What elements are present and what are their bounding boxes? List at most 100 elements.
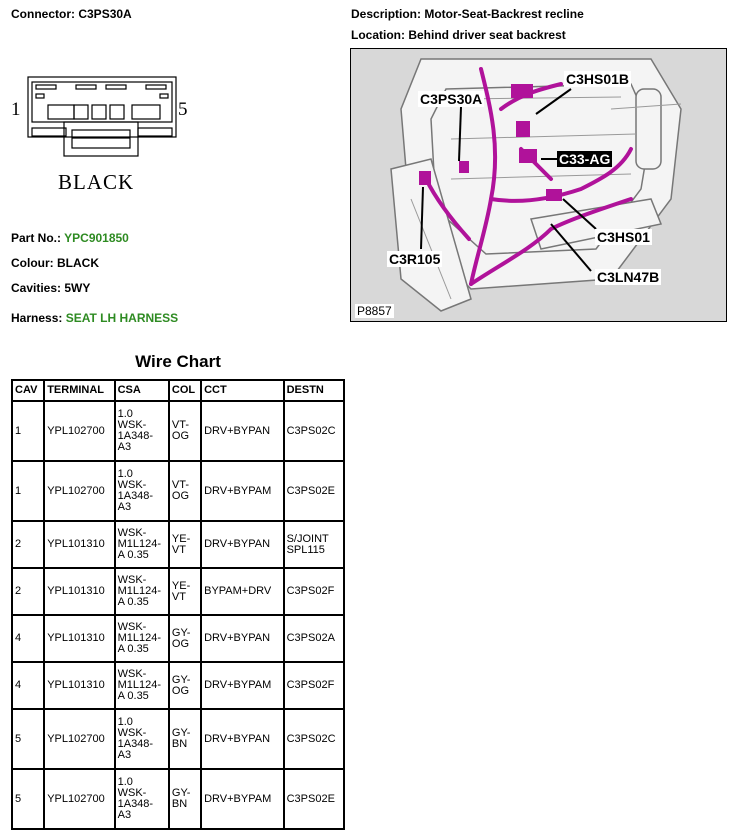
cell-col: VT-OG (167, 400, 203, 462)
callout-c33-ag: C33-AG (557, 151, 613, 167)
cell-destn: C3PS02E (282, 460, 346, 522)
cell-cav: 1 (10, 400, 46, 462)
cell-col: YE-VT (167, 567, 203, 616)
connector-face-diagram (27, 76, 177, 157)
cell-cct: BYPAM+DRV (200, 567, 285, 616)
connector-heading: Connector: C3PS30A (11, 7, 132, 21)
cell-col: GY-BN (167, 708, 203, 770)
cell-destn: C3PS02A (282, 614, 346, 663)
header-csa: CSA (113, 379, 170, 402)
location-value: Behind driver seat backrest (408, 28, 566, 42)
part-number-line: Part No.: YPC901850 (11, 231, 129, 245)
cell-cav: 5 (10, 768, 46, 830)
cavities-label: Cavities: (11, 281, 62, 295)
cell-destn: C3PS02E (282, 768, 346, 830)
connector-location-picture: C3HS01B C3PS30A C33-AG C3HS01 C3R105 C3L… (350, 48, 727, 322)
cell-cav: 5 (10, 708, 46, 770)
harness-link[interactable]: SEAT LH HARNESS (65, 311, 179, 325)
cell-cct: DRV+BYPAN (200, 400, 285, 462)
cell-destn: C3PS02F (282, 661, 346, 710)
cell-cct: DRV+BYPAM (200, 460, 285, 522)
cell-terminal: YPL101310 (43, 520, 116, 569)
cell-terminal: YPL101310 (43, 661, 116, 710)
cell-cav: 2 (10, 567, 46, 616)
cell-cct: DRV+BYPAN (200, 520, 285, 569)
location-label: Location: (351, 28, 405, 42)
wire-chart-title: Wire Chart (135, 352, 221, 371)
seat-frame-illustration (351, 49, 726, 321)
cell-cct: DRV+BYPAM (200, 661, 285, 710)
cell-col: GY-OG (167, 661, 203, 710)
cell-destn: C3PS02C (282, 708, 346, 770)
cell-csa: WSK-M1L124-A 0.35 (113, 614, 170, 663)
header-terminal: TERMINAL (43, 379, 116, 402)
description-line: Description: Motor-Seat-Backrest recline (351, 7, 584, 21)
callout-c3r105: C3R105 (387, 251, 443, 267)
pin-5-label: 5 (178, 99, 188, 120)
cell-terminal: YPL102700 (43, 708, 116, 770)
callout-c3hs01b: C3HS01B (564, 71, 632, 87)
cavities-line: Cavities: 5WY (11, 281, 90, 295)
description-label: Description: (351, 7, 422, 21)
cell-cav: 1 (10, 460, 46, 522)
cell-cct: DRV+BYPAM (200, 768, 285, 830)
description-value: Motor-Seat-Backrest recline (424, 7, 584, 21)
colour-line: Colour: BLACK (11, 256, 99, 270)
cavities-value: 5WY (64, 281, 91, 295)
part-number-link[interactable]: YPC901850 (64, 231, 129, 245)
harness-line: Harness: SEAT LH HARNESS (11, 311, 178, 325)
cell-cct: DRV+BYPAN (200, 614, 285, 663)
harness-label: Harness: (11, 311, 63, 325)
cell-csa: WSK-M1L124-A 0.35 (113, 520, 170, 569)
cell-col: GY-BN (167, 768, 203, 830)
cell-col: YE-VT (167, 520, 203, 569)
colour-value: BLACK (57, 256, 99, 270)
location-line: Location: Behind driver seat backrest (351, 28, 566, 42)
callout-c3ln47b: C3LN47B (595, 269, 662, 285)
cell-cav: 2 (10, 520, 46, 569)
pin-1-label: 1 (11, 99, 21, 120)
connector-heading-label: Connector: (11, 7, 75, 21)
callout-c3ps30a: C3PS30A (418, 91, 485, 107)
cell-terminal: YPL102700 (43, 400, 116, 462)
cell-terminal: YPL101310 (43, 614, 116, 663)
cell-destn: C3PS02C (282, 400, 346, 462)
cell-cav: 4 (10, 614, 46, 663)
cell-destn: C3PS02F (282, 567, 346, 616)
colour-label: Colour: (11, 256, 54, 270)
cell-terminal: YPL102700 (43, 460, 116, 522)
wire-chart-header-row: CAV TERMINAL CSA COL CCT DESTN (10, 379, 346, 402)
header-cct: CCT (200, 379, 285, 402)
connector-name: C3PS30A (78, 7, 132, 21)
cell-csa: WSK-M1L124-A 0.35 (113, 567, 170, 616)
figure-reference: P8857 (355, 304, 394, 318)
part-number-label: Part No.: (11, 231, 62, 245)
cell-col: GY-OG (167, 614, 203, 663)
callout-c3hs01: C3HS01 (595, 229, 652, 245)
header-destn: DESTN (282, 379, 346, 402)
header-cav: CAV (10, 379, 46, 402)
cell-terminal: YPL102700 (43, 768, 116, 830)
connector-colour-caption: BLACK (58, 170, 135, 194)
cell-terminal: YPL101310 (43, 567, 116, 616)
cell-csa: WSK-M1L124-A 0.35 (113, 661, 170, 710)
cell-col: VT-OG (167, 460, 203, 522)
header-col: COL (167, 379, 203, 402)
cell-cav: 4 (10, 661, 46, 710)
cell-cct: DRV+BYPAN (200, 708, 285, 770)
